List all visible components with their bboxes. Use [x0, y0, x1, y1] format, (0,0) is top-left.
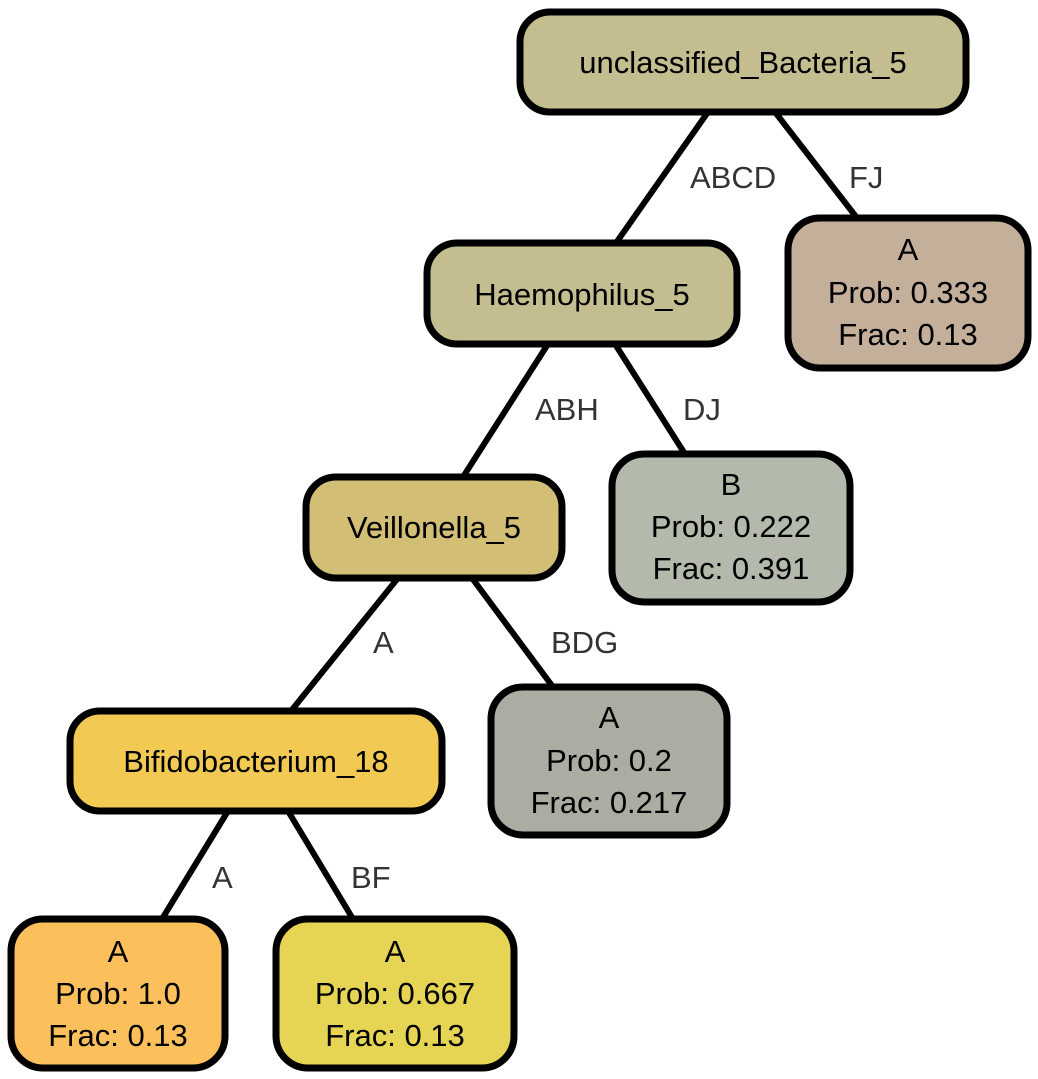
leaf-node-bf: A Prob: 0.667 Frac: 0.13 — [272, 915, 518, 1072]
leaf-prob-dj: Prob: 0.222 — [651, 509, 811, 544]
leaf-frac-dj: Frac: 0.391 — [653, 551, 810, 586]
leaf-box-fj — [784, 214, 1032, 372]
node-label-bifidobacterium: Bifidobacterium_18 — [123, 744, 388, 779]
leaf-node-dj: B Prob: 0.222 Frac: 0.391 — [608, 450, 854, 606]
node-box-bifidobacterium — [66, 707, 446, 815]
edge-root-to-haemophilus — [613, 110, 711, 245]
edge-root-to-leaf-fj — [772, 110, 860, 220]
leaf-frac-fj: Frac: 0.13 — [838, 317, 978, 352]
edge-label-veillonella-bifidobacterium: A — [373, 625, 394, 660]
internal-node-veillonella: Veillonella_5 — [302, 473, 566, 582]
leaf-prob-a: Prob: 1.0 — [55, 976, 181, 1011]
leaf-class-a: A — [108, 934, 129, 969]
node-box-root — [516, 8, 970, 116]
edge-label-bifidobacterium-leaf-a: A — [212, 860, 233, 895]
leaf-class-bf: A — [385, 934, 406, 969]
leaf-prob-bf: Prob: 0.667 — [315, 976, 475, 1011]
edge-label-haemophilus-leaf-dj: DJ — [683, 392, 721, 427]
edge-veillonella-to-bifidobacterium — [288, 576, 401, 713]
leaf-frac-a: Frac: 0.13 — [48, 1018, 188, 1053]
leaf-prob-bdg: Prob: 0.2 — [546, 743, 672, 778]
edge-bifidobacterium-to-leaf-a — [159, 809, 231, 921]
leaf-node-a: A Prob: 1.0 Frac: 0.13 — [7, 915, 229, 1072]
internal-node-root: unclassified_Bacteria_5 — [516, 8, 970, 116]
edge-label-root-leaf-fj: FJ — [849, 160, 883, 195]
internal-node-bifidobacterium: Bifidobacterium_18 — [66, 707, 446, 815]
edge-label-bifidobacterium-leaf-bf: BF — [351, 860, 391, 895]
node-box-haemophilus — [423, 239, 741, 348]
leaf-box-a — [7, 915, 229, 1072]
leaf-class-fj: A — [898, 232, 919, 267]
leaf-node-bdg: A Prob: 0.2 Frac: 0.217 — [487, 683, 731, 839]
edge-haemophilus-to-veillonella — [460, 342, 551, 479]
node-label-haemophilus: Haemophilus_5 — [474, 277, 689, 312]
edge-haemophilus-to-leaf-dj — [612, 342, 688, 456]
leaf-class-bdg: A — [599, 700, 620, 735]
leaf-box-bdg — [487, 683, 731, 839]
edge-label-root-haemophilus: ABCD — [690, 160, 776, 195]
edge-bifidobacterium-to-leaf-bf — [285, 809, 356, 921]
node-label-root: unclassified_Bacteria_5 — [579, 45, 906, 80]
edge-veillonella-to-leaf-bdg — [469, 576, 556, 689]
edge-labels: ABCD FJ ABH DJ A BDG A BF — [212, 160, 883, 895]
leaf-frac-bf: Frac: 0.13 — [325, 1018, 465, 1053]
internal-node-haemophilus: Haemophilus_5 — [423, 239, 741, 348]
leaf-box-dj — [608, 450, 854, 606]
leaf-box-bf — [272, 915, 518, 1072]
node-box-veillonella — [302, 473, 566, 582]
leaf-node-fj: A Prob: 0.333 Frac: 0.13 — [784, 214, 1032, 372]
tree-edges — [159, 110, 860, 921]
edge-label-veillonella-leaf-bdg: BDG — [551, 625, 618, 660]
leaf-class-dj: B — [721, 467, 742, 502]
node-label-veillonella: Veillonella_5 — [347, 510, 521, 545]
leaf-prob-fj: Prob: 0.333 — [828, 275, 988, 310]
edge-label-haemophilus-veillonella: ABH — [535, 392, 599, 427]
leaf-frac-bdg: Frac: 0.217 — [531, 785, 688, 820]
